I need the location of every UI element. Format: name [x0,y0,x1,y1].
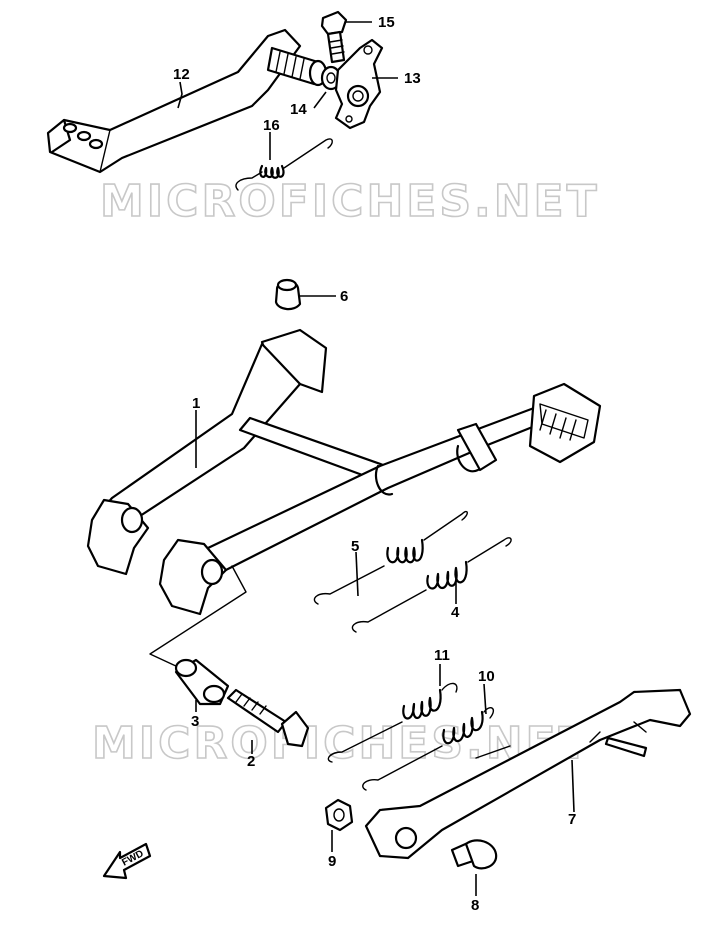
callout-2: 2 [247,753,255,770]
nut-drawing [324,798,354,832]
callout-3: 3 [191,713,199,730]
center-stand-drawing [86,328,602,681]
bolt-main-drawing [226,688,310,748]
leader-lines [177,21,575,896]
callout-12: 12 [173,66,190,83]
small-spring-drawing [235,138,333,191]
side-stand-springs-drawing [327,682,494,791]
callout-7: 7 [568,811,576,828]
callout-9: 9 [328,853,336,870]
callout-1: 1 [192,395,200,412]
callout-4: 4 [451,604,460,621]
callout-16: 16 [263,117,280,134]
callout-11: 11 [434,647,450,664]
callout-15: 15 [378,14,395,31]
watermark-top: MICROFICHES.NET [100,176,600,227]
callout-10: 10 [478,668,495,685]
forward-direction-arrow: FWD [102,842,152,880]
stand-springs-drawing [313,510,512,633]
bolt-top-drawing [320,10,348,64]
callout-13: 13 [404,70,421,87]
callout-5: 5 [351,538,359,555]
side-stand-drawing [364,688,692,860]
brake-arm-drawing [334,38,384,130]
collar-drawing [174,658,230,706]
stopper-drawing [274,278,302,311]
callout-6: 6 [340,288,348,305]
washer-drawing [320,65,342,91]
callout-8: 8 [471,897,479,914]
pivot-bolt-drawing [450,839,498,870]
brake-pedal-drawing [46,28,328,174]
callout-14: 14 [290,101,307,118]
